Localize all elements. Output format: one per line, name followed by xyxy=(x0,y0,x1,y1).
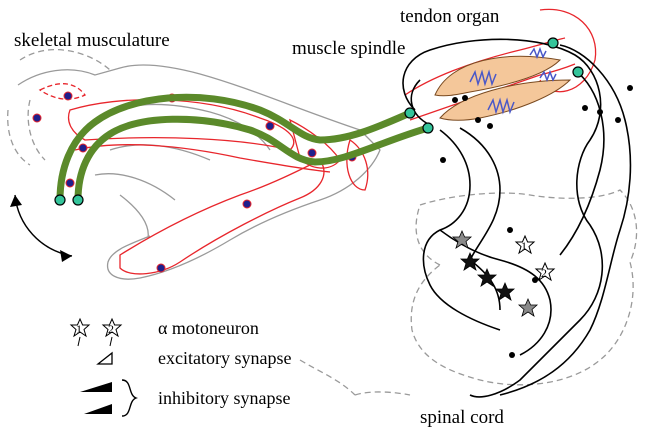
neuron-dark-star xyxy=(461,253,479,270)
motoneuron-id-2: 2 xyxy=(541,266,547,280)
neuron-gray-star xyxy=(453,231,471,248)
label-tendon-organ: tendon organ xyxy=(400,6,499,28)
label-spinal-cord: spinal cord xyxy=(420,407,504,429)
spinal-neurons xyxy=(453,231,554,316)
legend-excitatory-symbol xyxy=(98,353,112,364)
legend-id-2: 2 xyxy=(108,322,114,336)
label-muscle-spindle: muscle spindle xyxy=(292,38,405,60)
legend-excitatory-label: excitatory synapse xyxy=(158,348,291,369)
legend-inhibitory-symbol xyxy=(80,380,136,416)
legend-id-1: 1 xyxy=(76,322,82,336)
neuron-gray-star-2 xyxy=(519,299,537,316)
legend-motoneuron-label: α motoneuron xyxy=(158,318,259,339)
tendon-organ-muscle xyxy=(435,49,570,120)
legend-inhibitory-label: inhibitory synapse xyxy=(158,388,291,409)
motoneuron-id-1: 1 xyxy=(521,239,527,253)
label-skeletal-musculature: skeletal musculature xyxy=(14,30,170,52)
